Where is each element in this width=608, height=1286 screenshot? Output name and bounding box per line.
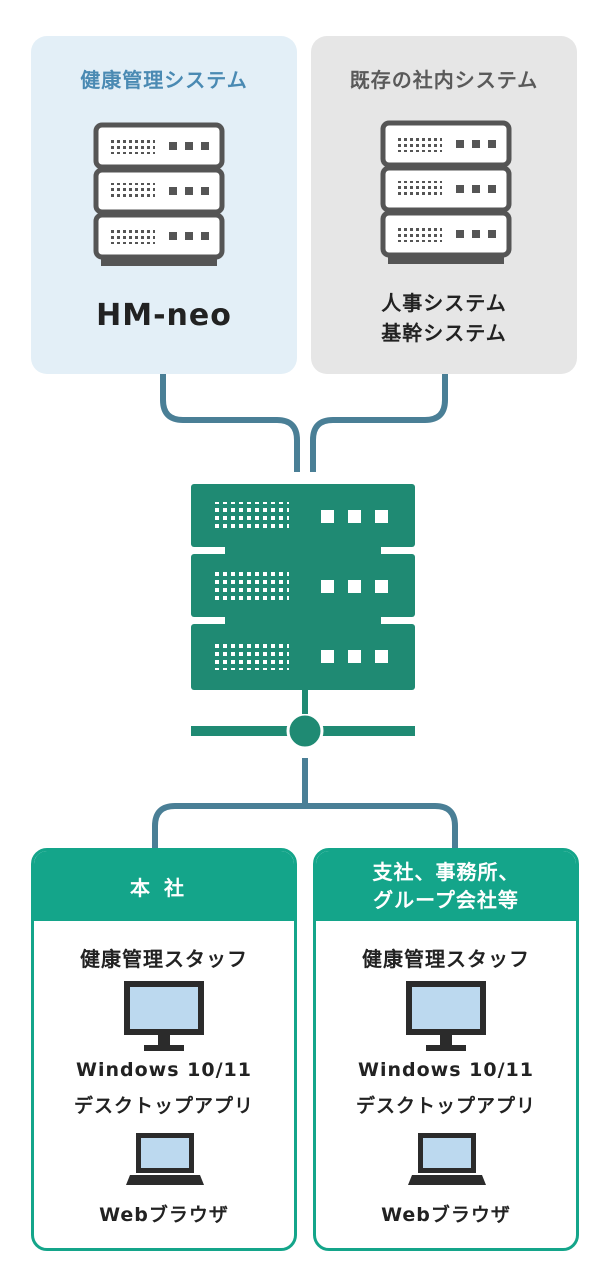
health-system-box: 健康管理システム HM-neo xyxy=(31,36,297,374)
health-system-title: 健康管理システム xyxy=(80,68,248,92)
laptop-icon xyxy=(126,1133,204,1185)
link-existing-to-central xyxy=(310,374,448,472)
branch-office-box: 支社、事務所、 グループ会社等 健康管理スタッフ Windows 10/11 デ… xyxy=(313,848,579,1251)
network-hub xyxy=(191,688,415,750)
existing-system-title: 既存の社内システム xyxy=(349,68,539,92)
hr-system-label: 人事システム xyxy=(381,291,507,315)
desktop-app-label: デスクトップアプリ xyxy=(73,1095,254,1117)
windows-version-label: Windows 10/11 xyxy=(358,1059,534,1081)
head-office-title: 本社 xyxy=(34,851,294,921)
link-central-to-offices xyxy=(152,758,458,848)
existing-system-box: 既存の社内システム 人事システム 基幹システム xyxy=(311,36,577,374)
existing-system-names: 人事システム 基幹システム xyxy=(311,288,577,348)
health-staff-label: 健康管理スタッフ xyxy=(362,947,530,971)
web-browser-label: Webブラウザ xyxy=(99,1204,229,1226)
link-health-to-central xyxy=(160,374,300,472)
desktop-monitor-icon xyxy=(406,981,486,1051)
branch-office-title-line2: グループ会社等 xyxy=(373,888,519,912)
windows-version-label: Windows 10/11 xyxy=(76,1059,252,1081)
health-staff-label: 健康管理スタッフ xyxy=(80,947,248,971)
branch-office-title: 支社、事務所、 グループ会社等 xyxy=(316,851,576,921)
server-icon xyxy=(380,120,512,264)
branch-office-title-line1: 支社、事務所、 xyxy=(372,860,520,884)
laptop-icon xyxy=(408,1133,486,1185)
desktop-monitor-icon xyxy=(124,981,204,1051)
desktop-app-label: デスクトップアプリ xyxy=(355,1095,536,1117)
server-icon xyxy=(93,122,225,266)
central-server-icon xyxy=(191,484,415,690)
hm-neo-label: HM-neo xyxy=(96,298,232,333)
core-system-label: 基幹システム xyxy=(381,321,507,345)
web-browser-label: Webブラウザ xyxy=(381,1204,511,1226)
head-office-box: 本社 健康管理スタッフ Windows 10/11 デスクトップアプリ Webブ… xyxy=(31,848,297,1251)
